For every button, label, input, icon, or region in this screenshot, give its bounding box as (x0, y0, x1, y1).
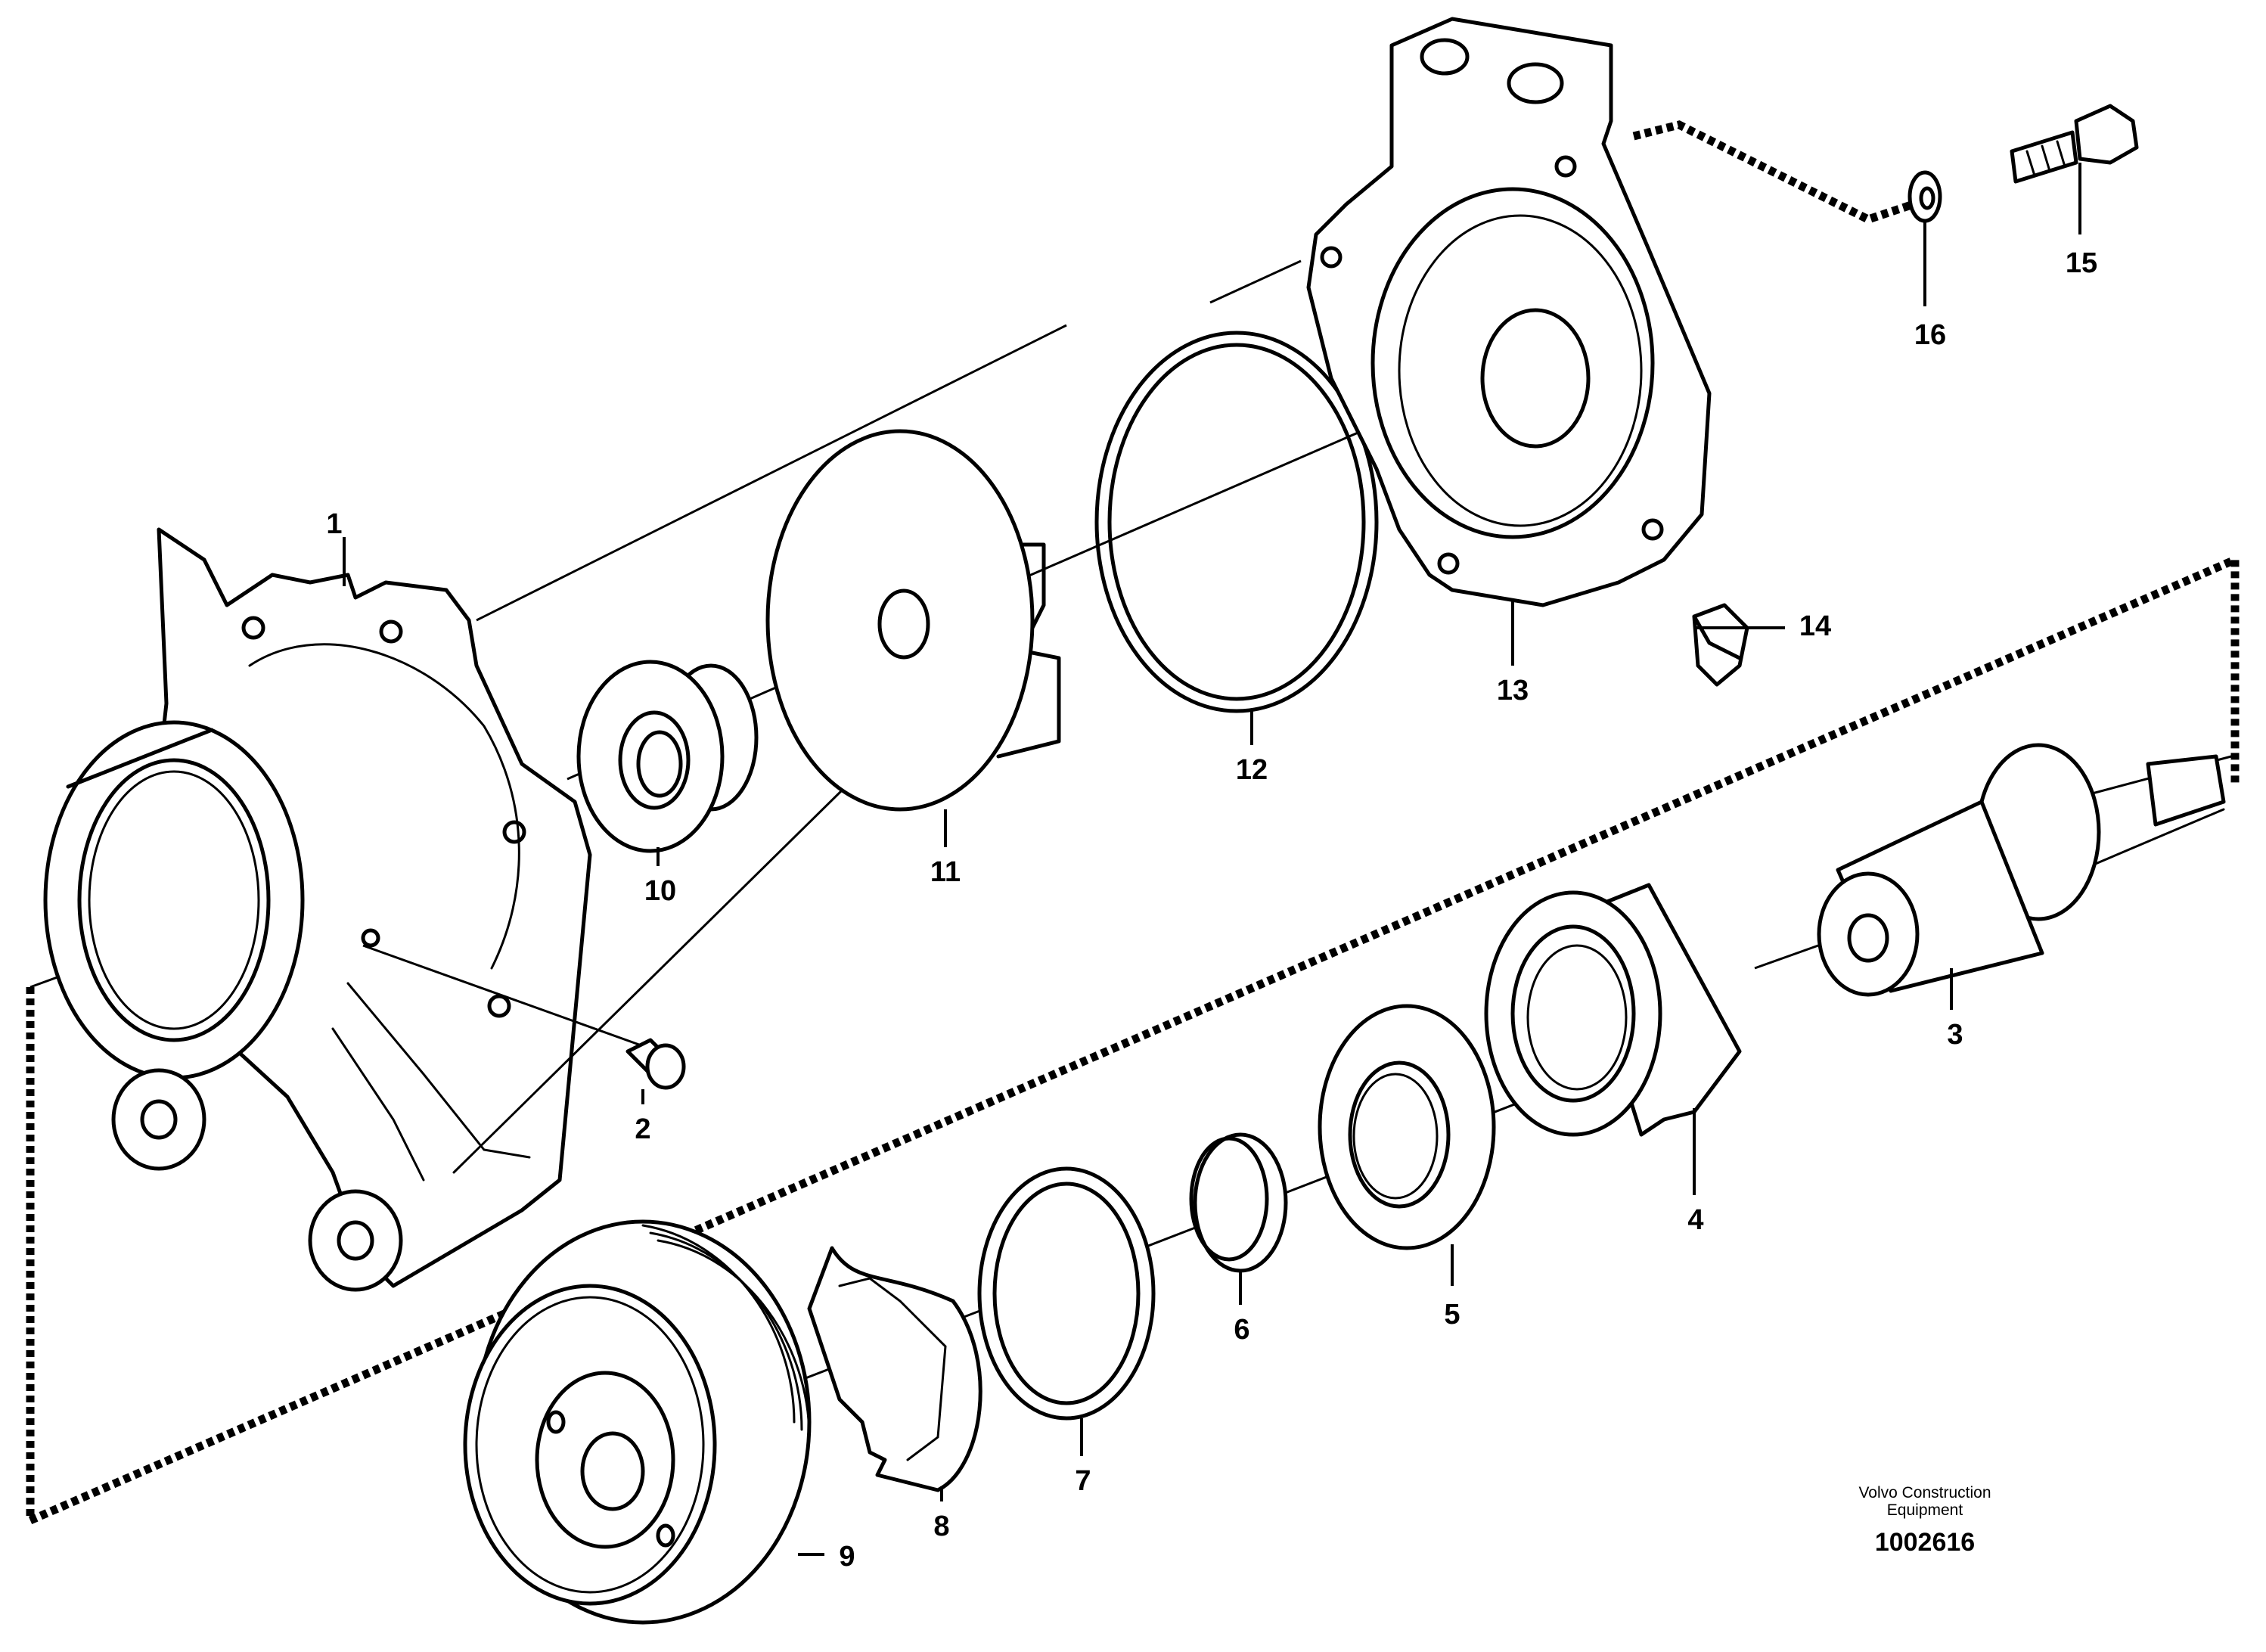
callout-10: 10 (644, 875, 676, 907)
callout-labels: 1 2 3 4 5 6 7 8 9 10 11 12 13 14 15 16 (326, 247, 2097, 1573)
washer (1907, 170, 1942, 223)
callout-6: 6 (1234, 1314, 1249, 1346)
callout-13: 13 (1497, 675, 1529, 706)
pump-cover (1306, 17, 1712, 607)
impeller (765, 429, 1061, 812)
shaft-seal (576, 660, 759, 853)
thrust-washer (977, 1166, 1156, 1421)
screw (2010, 104, 2139, 184)
spacer-ring (1189, 1132, 1288, 1273)
pulley (463, 1219, 812, 1625)
brand-block: Volvo Construction Equipment 1002616 (1858, 1484, 1991, 1557)
seal-ring (1318, 1004, 1496, 1250)
lock-plate (807, 1246, 982, 1492)
callout-11: 11 (930, 856, 961, 888)
pump-shaft (1817, 743, 2226, 997)
callout-5: 5 (1444, 1299, 1460, 1331)
drain-plug (625, 1038, 686, 1090)
callout-12: 12 (1236, 754, 1268, 786)
callout-3: 3 (1947, 1019, 1963, 1051)
cover-bolt (1692, 603, 1749, 687)
leader-lines (343, 163, 2081, 1556)
brand-line-2: Equipment (1887, 1501, 1963, 1519)
brand-line-1: Volvo Construction (1858, 1484, 1991, 1501)
bearing (1484, 883, 1742, 1137)
callout-16: 16 (1914, 319, 1946, 351)
dashed-bracket-lines (26, 120, 2240, 1527)
callout-4: 4 (1687, 1204, 1703, 1236)
callout-2: 2 (635, 1113, 650, 1145)
callout-15: 15 (2066, 247, 2097, 279)
callout-7: 7 (1075, 1465, 1091, 1497)
callout-8: 8 (933, 1511, 949, 1542)
callout-14: 14 (1799, 610, 1831, 642)
o-ring (1094, 331, 1379, 713)
callout-9: 9 (839, 1541, 855, 1573)
callout-1: 1 (326, 508, 342, 540)
drawing-number: 1002616 (1875, 1528, 1975, 1557)
pump-housing (43, 527, 592, 1292)
